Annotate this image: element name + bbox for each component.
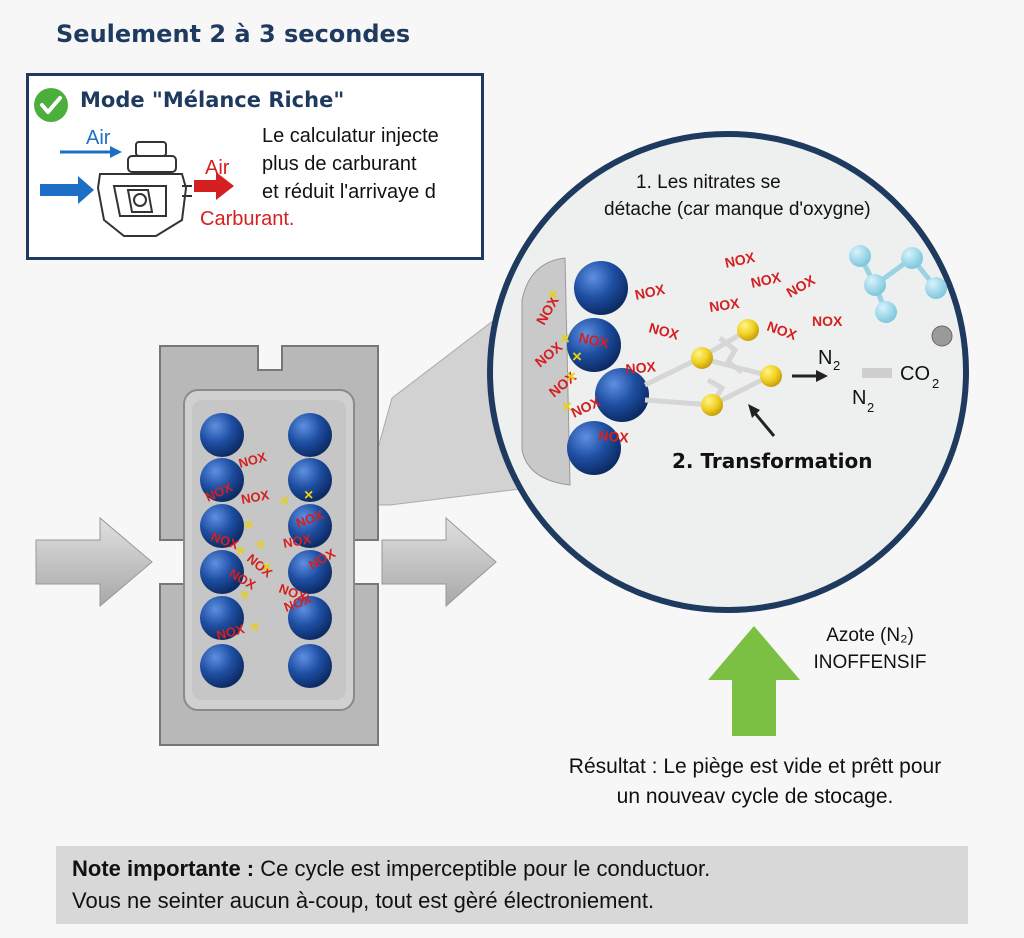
svg-text:×: × [304, 487, 313, 504]
svg-text:×: × [236, 543, 245, 560]
output-arrow [381, 516, 497, 608]
nox-label: NOX [633, 281, 667, 303]
nox-label: NOX [749, 269, 783, 291]
note-bold: Note importante : [72, 856, 255, 881]
result-text: Résultat : Le piège est vide et prêtt po… [520, 752, 990, 812]
mode-box [26, 73, 484, 260]
magnifier [487, 131, 969, 613]
nox-label: NOX [240, 487, 271, 507]
nox-label: NOX [282, 531, 313, 551]
trap-balls [200, 413, 332, 688]
mode-desc-line: plus de carburant [262, 153, 417, 175]
azote-label: Azote (N₂) INOFFENSIF [800, 622, 940, 676]
step1-line: détache (car manque d'oxygne) [604, 199, 871, 220]
nox-label: NOX [723, 249, 757, 271]
nox-label: NOX [647, 319, 681, 342]
mode-description: Le calculatur injecte plus de carburant … [262, 122, 478, 206]
co2-arrow [862, 368, 892, 378]
mode-desc-line: Le calculatur injecte [262, 125, 439, 147]
n2-sub-a: 2 [833, 358, 840, 373]
note-bar [56, 846, 968, 924]
result-line1: Résultat : Le piège est vide et prêtt po… [568, 755, 942, 778]
co2-label: CO [900, 363, 930, 385]
air-label-blue: Air [86, 127, 111, 149]
co2-sub: 2 [932, 376, 939, 391]
svg-text:×: × [244, 517, 253, 534]
svg-text:×: × [548, 285, 558, 304]
svg-text:×: × [562, 397, 572, 416]
check-icon [34, 88, 68, 122]
svg-text:×: × [566, 367, 576, 386]
grey-atom [931, 325, 953, 347]
svg-text:×: × [560, 329, 570, 348]
note-line1: Ce cycle est imperceptible pour le condu… [254, 856, 711, 881]
nox-label: NOX [577, 329, 611, 351]
transformation-pointer [748, 404, 776, 437]
n2-label-a: N [818, 347, 832, 369]
cyan-molecule [849, 245, 947, 323]
step1-line: 1. Les nitrates se [636, 172, 781, 193]
carburant-label: Carburant. [200, 208, 295, 230]
svg-text:×: × [240, 587, 249, 604]
n2-sub-b: 2 [867, 400, 874, 415]
svg-text:×: × [262, 559, 271, 576]
mode-title: Mode "Mélance Riche" [80, 88, 345, 112]
note-line2: Vous ne seinter aucun à-coup, tout est g… [72, 888, 655, 913]
nox-label: NOX [237, 449, 268, 471]
input-arrow [35, 516, 153, 608]
magnified-balls [567, 261, 649, 475]
air-label-red: Air [205, 157, 230, 179]
nox-label: NOX [598, 427, 630, 446]
magnified-markers: ×× ×× × [548, 285, 582, 416]
mode-desc-line: et réduit l'arrivaye d [262, 181, 436, 203]
azote-line1: Azote (N₂) [826, 625, 914, 646]
svg-text:×: × [572, 347, 582, 366]
svg-text:×: × [280, 493, 289, 510]
step1-text: 1. Les nitrates se détache (car manque d… [604, 169, 934, 223]
note-text: Note importante : Ce cycle est impercept… [72, 853, 710, 917]
n2-label-b: N [852, 387, 866, 409]
result-line2: un nouveav cycle de stocage. [616, 785, 894, 808]
yellow-molecules [691, 319, 782, 416]
nox-label: NOX [215, 621, 246, 643]
page-title: Seulement 2 à 3 secondes [56, 20, 411, 48]
svg-text:×: × [256, 537, 265, 554]
nox-label: NOX [812, 313, 843, 329]
engine-icon [40, 141, 234, 237]
step2-text: 2. Transformation [672, 449, 873, 473]
nox-label: NOX [625, 358, 657, 377]
nox-trap-housing [159, 345, 379, 746]
reaction-arrow [792, 370, 828, 382]
azote-line2: INOFFENSIF [813, 652, 927, 673]
green-up-arrow [708, 626, 800, 736]
svg-text:×: × [250, 619, 259, 636]
trap-markers: ×× ×× ×× ×× [236, 487, 313, 636]
nox-label: NOX [708, 295, 741, 315]
